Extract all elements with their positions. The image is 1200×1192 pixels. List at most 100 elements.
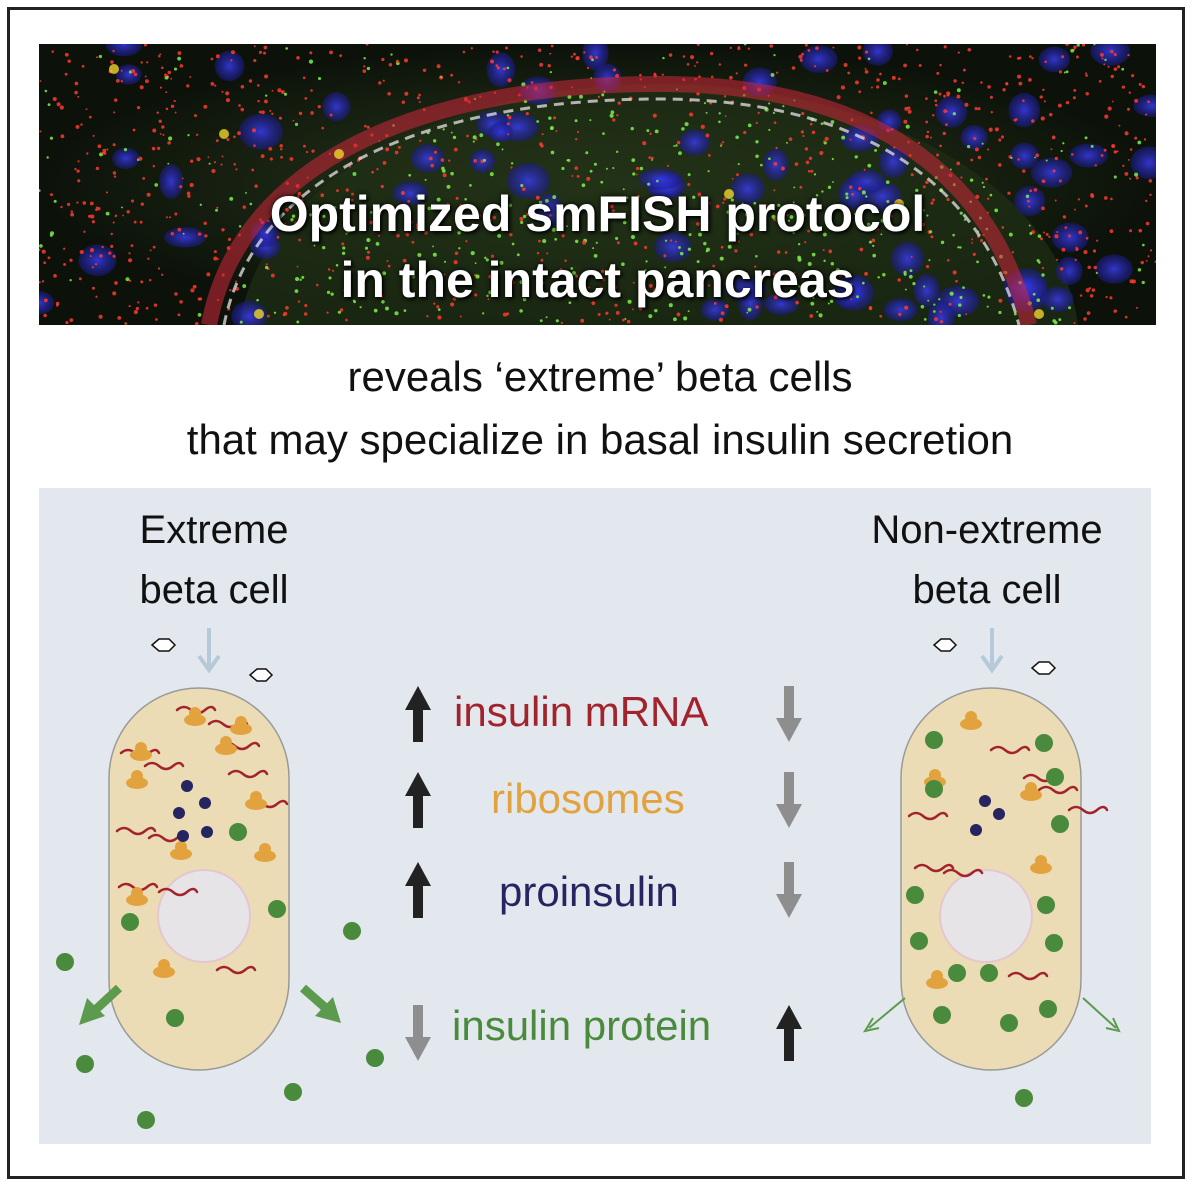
insulin-granule: [1037, 896, 1055, 914]
smfish-dot: [929, 230, 933, 234]
smfish-dot: [167, 162, 170, 165]
smfish-dot: [980, 81, 983, 84]
smfish-dot: [706, 210, 710, 213]
smfish-dot: [687, 173, 691, 177]
smfish-dot: [662, 56, 665, 60]
smfish-dot: [341, 251, 346, 255]
smfish-dot: [719, 256, 724, 261]
insulin-granule: [925, 731, 943, 749]
smfish-dot: [802, 213, 806, 217]
smfish-dot: [1040, 237, 1043, 241]
smfish-dot: [1065, 101, 1070, 105]
smfish-dot: [791, 66, 796, 70]
smfish-dot: [1070, 48, 1075, 53]
smfish-dot: [552, 195, 557, 199]
smfish-dot: [405, 232, 410, 237]
smfish-dot: [446, 184, 451, 189]
smfish-dot: [647, 182, 651, 186]
smfish-dot: [797, 257, 802, 262]
smfish-dot: [773, 121, 777, 124]
smfish-dot: [124, 322, 128, 325]
smfish-dot: [708, 201, 711, 205]
smfish-dot: [574, 274, 579, 278]
smfish-dot: [664, 266, 667, 269]
nucleus-blob: [239, 113, 283, 150]
smfish-dot: [789, 215, 794, 219]
smfish-dot: [1096, 239, 1099, 242]
smfish-dot: [769, 44, 774, 48]
smfish-dot: [632, 172, 636, 176]
smfish-dot: [285, 305, 289, 310]
smfish-dot: [240, 85, 245, 89]
smfish-dot: [545, 199, 549, 203]
smfish-dot: [1093, 265, 1098, 270]
smfish-dot: [1110, 74, 1114, 79]
smfish-dot: [622, 188, 625, 191]
smfish-dot: [120, 80, 123, 83]
smfish-dot: [496, 142, 500, 147]
ribosome: [931, 970, 943, 982]
smfish-dot: [688, 233, 692, 237]
smfish-dot: [854, 155, 858, 159]
smfish-dot: [60, 205, 63, 209]
smfish-dot: [49, 193, 53, 197]
smfish-dot: [213, 161, 217, 164]
smfish-dot: [407, 199, 411, 203]
smfish-dot: [237, 131, 241, 136]
ribosome: [131, 770, 143, 782]
smfish-dot: [613, 285, 618, 290]
smfish-dot: [1048, 235, 1051, 238]
smfish-dot: [943, 109, 948, 114]
nucleus-blob: [862, 44, 893, 66]
smfish-dot: [617, 101, 621, 105]
smfish-dot: [822, 249, 825, 252]
smfish-dot: [242, 284, 247, 288]
smfish-dot: [673, 289, 676, 292]
glucose-hexagon-icon: [932, 638, 958, 652]
smfish-dot: [987, 85, 991, 89]
smfish-dot: [488, 274, 493, 279]
smfish-dot: [474, 262, 477, 265]
smfish-dot: [39, 244, 43, 248]
smfish-dot: [547, 63, 551, 68]
smfish-dot: [876, 78, 880, 82]
smfish-dot: [459, 315, 462, 318]
smfish-dot: [1122, 164, 1125, 168]
smfish-dot: [664, 239, 668, 242]
smfish-dot: [897, 77, 901, 81]
smfish-dot: [678, 151, 682, 156]
smfish-dot: [682, 55, 686, 58]
down-arrow-icon: [784, 862, 794, 898]
smfish-dot: [794, 162, 799, 166]
smfish-dot: [857, 45, 862, 50]
smfish-dot: [462, 50, 466, 54]
smfish-dot: [661, 73, 664, 76]
smfish-dot: [601, 93, 605, 97]
smfish-dot: [1091, 288, 1096, 292]
smfish-dot: [301, 275, 305, 279]
ribosome: [230, 723, 252, 735]
smfish-dot: [712, 264, 716, 268]
extreme-cell-title-line1: Extreme: [139, 508, 289, 552]
smfish-dot: [139, 85, 144, 90]
smfish-dot: [1058, 318, 1062, 322]
smfish-dot: [170, 231, 175, 236]
smfish-dot: [450, 171, 454, 176]
ribosome: [130, 749, 152, 761]
smfish-dot: [326, 311, 329, 314]
smfish-dot: [112, 49, 115, 53]
label-insulin-protein: insulin protein: [452, 1002, 712, 1049]
proinsulin-dot: [199, 797, 211, 809]
smfish-dot: [718, 63, 722, 66]
smfish-dot: [80, 123, 83, 126]
mrna-strand: [1037, 785, 1079, 795]
smfish-dot: [771, 214, 776, 219]
smfish-dot: [1085, 74, 1088, 77]
smfish-dot: [479, 133, 484, 138]
smfish-dot: [587, 286, 590, 289]
smfish-dot: [489, 219, 493, 222]
smfish-dot: [161, 125, 165, 129]
smfish-dot: [329, 113, 333, 117]
smfish-dot: [1028, 205, 1031, 208]
smfish-dot: [933, 310, 936, 313]
